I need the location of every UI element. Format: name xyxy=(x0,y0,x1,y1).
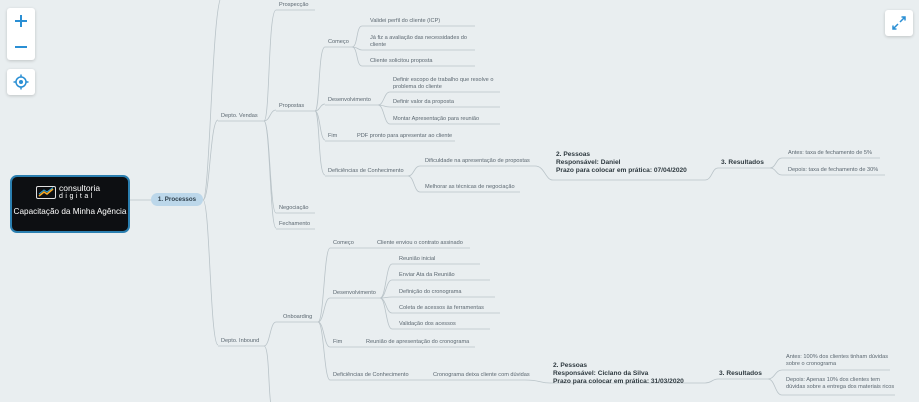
node-desenv-item-3[interactable]: Montar Apresentação para reunião xyxy=(393,116,480,122)
node-depto-vendas[interactable]: Depto. Vendas xyxy=(221,113,258,119)
fullscreen-control xyxy=(885,10,913,36)
node-inbound-deficiencias[interactable]: Deficiências de Conhecimento xyxy=(333,372,409,378)
node-depto-inbound[interactable]: Depto. Inbound xyxy=(221,338,260,344)
plus-icon xyxy=(15,15,27,27)
node-inbound-comeco-item[interactable]: Cliente enviou o contrato assinado xyxy=(377,240,463,246)
pessoas-title: 2. Pessoas xyxy=(556,151,591,158)
node-propostas[interactable]: Propostas xyxy=(279,103,305,109)
node-fim-item[interactable]: PDF pronto para apresentar ao cliente xyxy=(357,133,453,139)
inbound-pessoas-responsavel: Responsável: Ciclano da Silva xyxy=(553,370,649,377)
node-inbound-desenv-item-5[interactable]: Validação dos acessos xyxy=(399,321,456,327)
node-desenvolvimento[interactable]: Desenvolvimento xyxy=(328,97,371,103)
node-inbound-desenv-item-2[interactable]: Enviar Ata da Reunião xyxy=(399,272,455,278)
node-inbound-resultado-antes[interactable]: Antes: 100% dos clientes tinham dúvidas … xyxy=(786,354,888,367)
node-inbound-pessoas[interactable]: 2. Pessoas Responsável: Ciclano da Silva… xyxy=(553,362,684,386)
node-deficiencia-item-2[interactable]: Melhorar as técnicas de negociação xyxy=(425,184,515,190)
inbound-pessoas-title: 2. Pessoas xyxy=(553,362,588,369)
node-pessoas[interactable]: 2. Pessoas Responsável: Daniel Prazo par… xyxy=(556,151,687,175)
node-inbound-resultados[interactable]: 3. Resultados xyxy=(719,370,762,377)
zoom-in-button[interactable] xyxy=(7,8,35,34)
node-fechamento[interactable]: Fechamento xyxy=(279,221,311,227)
node-deficiencias[interactable]: Deficiências de Conhecimento xyxy=(328,168,404,174)
node-comeco-item-1[interactable]: Validei perfil do cliente (ICP) xyxy=(370,18,441,24)
node-comeco-item-2[interactable]: Já fiz a avaliação das necessidades do c… xyxy=(370,35,468,48)
brand-line-1: consultoria xyxy=(59,183,101,193)
pessoas-prazo: Prazo para colocar em prática: 07/04/202… xyxy=(556,167,687,174)
chart-logo-icon xyxy=(36,185,56,199)
node-desenv-item-1[interactable]: Definir escopo de trabalho que resolve o… xyxy=(393,77,494,90)
node-negociacao[interactable]: Negociação xyxy=(279,205,309,211)
node-resultados[interactable]: 3. Resultados xyxy=(721,159,764,166)
node-prospeccao[interactable]: Prospecção xyxy=(279,2,309,8)
brand-line-2: digital xyxy=(59,193,95,200)
node-inbound-desenvolvimento[interactable]: Desenvolvimento xyxy=(333,290,376,296)
node-inbound-deficiencia-item[interactable]: Cronograma deixa cliente com dúvidas xyxy=(433,372,530,378)
node-inbound-fim-item[interactable]: Reunião de apresentação do cronograma xyxy=(366,339,470,345)
node-inbound-desenv-item-3[interactable]: Definição do cronograma xyxy=(399,289,462,295)
node-comeco-item-3[interactable]: Cliente solicitou proposta xyxy=(370,58,433,64)
pessoas-responsavel: Responsável: Daniel xyxy=(556,159,621,166)
inbound-pessoas-prazo: Prazo para colocar em prática: 31/03/202… xyxy=(553,378,684,385)
expand-icon xyxy=(892,16,906,30)
node-inbound-resultado-depois[interactable]: Depois: Apenas 10% dos clientes tem dúvi… xyxy=(786,377,895,390)
node-inbound-comeco[interactable]: Começo xyxy=(333,240,354,246)
node-fim[interactable]: Fim xyxy=(328,133,338,139)
node-resultado-antes[interactable]: Antes: taxa de fechamento de 5% xyxy=(788,150,872,156)
fullscreen-button[interactable] xyxy=(885,10,913,36)
minus-icon xyxy=(15,46,27,48)
root-title: Capacitação da Minha Agência xyxy=(13,207,127,216)
node-onboarding[interactable]: Onboarding xyxy=(283,314,313,320)
node-inbound-fim[interactable]: Fim xyxy=(333,339,343,345)
node-deficiencia-item-1[interactable]: Dificuldade na apresentação de propostas xyxy=(425,158,530,164)
node-comeco[interactable]: Começo xyxy=(328,39,349,45)
node-inbound-desenv-item-1[interactable]: Reunião inicial xyxy=(399,256,436,262)
node-resultado-depois[interactable]: Depois: taxa de fechamento de 30% xyxy=(788,167,879,173)
brand-logo: consultoria digital xyxy=(36,184,100,200)
zoom-controls xyxy=(7,8,35,60)
node-inbound-desenv-item-4[interactable]: Coleta de acessos às ferramentas xyxy=(399,305,484,311)
root-node[interactable]: consultoria digital Capacitação da Minha… xyxy=(10,175,130,233)
center-control xyxy=(7,69,35,95)
zoom-out-button[interactable] xyxy=(7,34,35,60)
node-desenv-item-2[interactable]: Definir valor da proposta xyxy=(393,99,454,105)
locate-icon xyxy=(13,74,29,90)
center-map-button[interactable] xyxy=(7,69,35,95)
node-processos[interactable]: 1. Processos xyxy=(151,193,203,206)
